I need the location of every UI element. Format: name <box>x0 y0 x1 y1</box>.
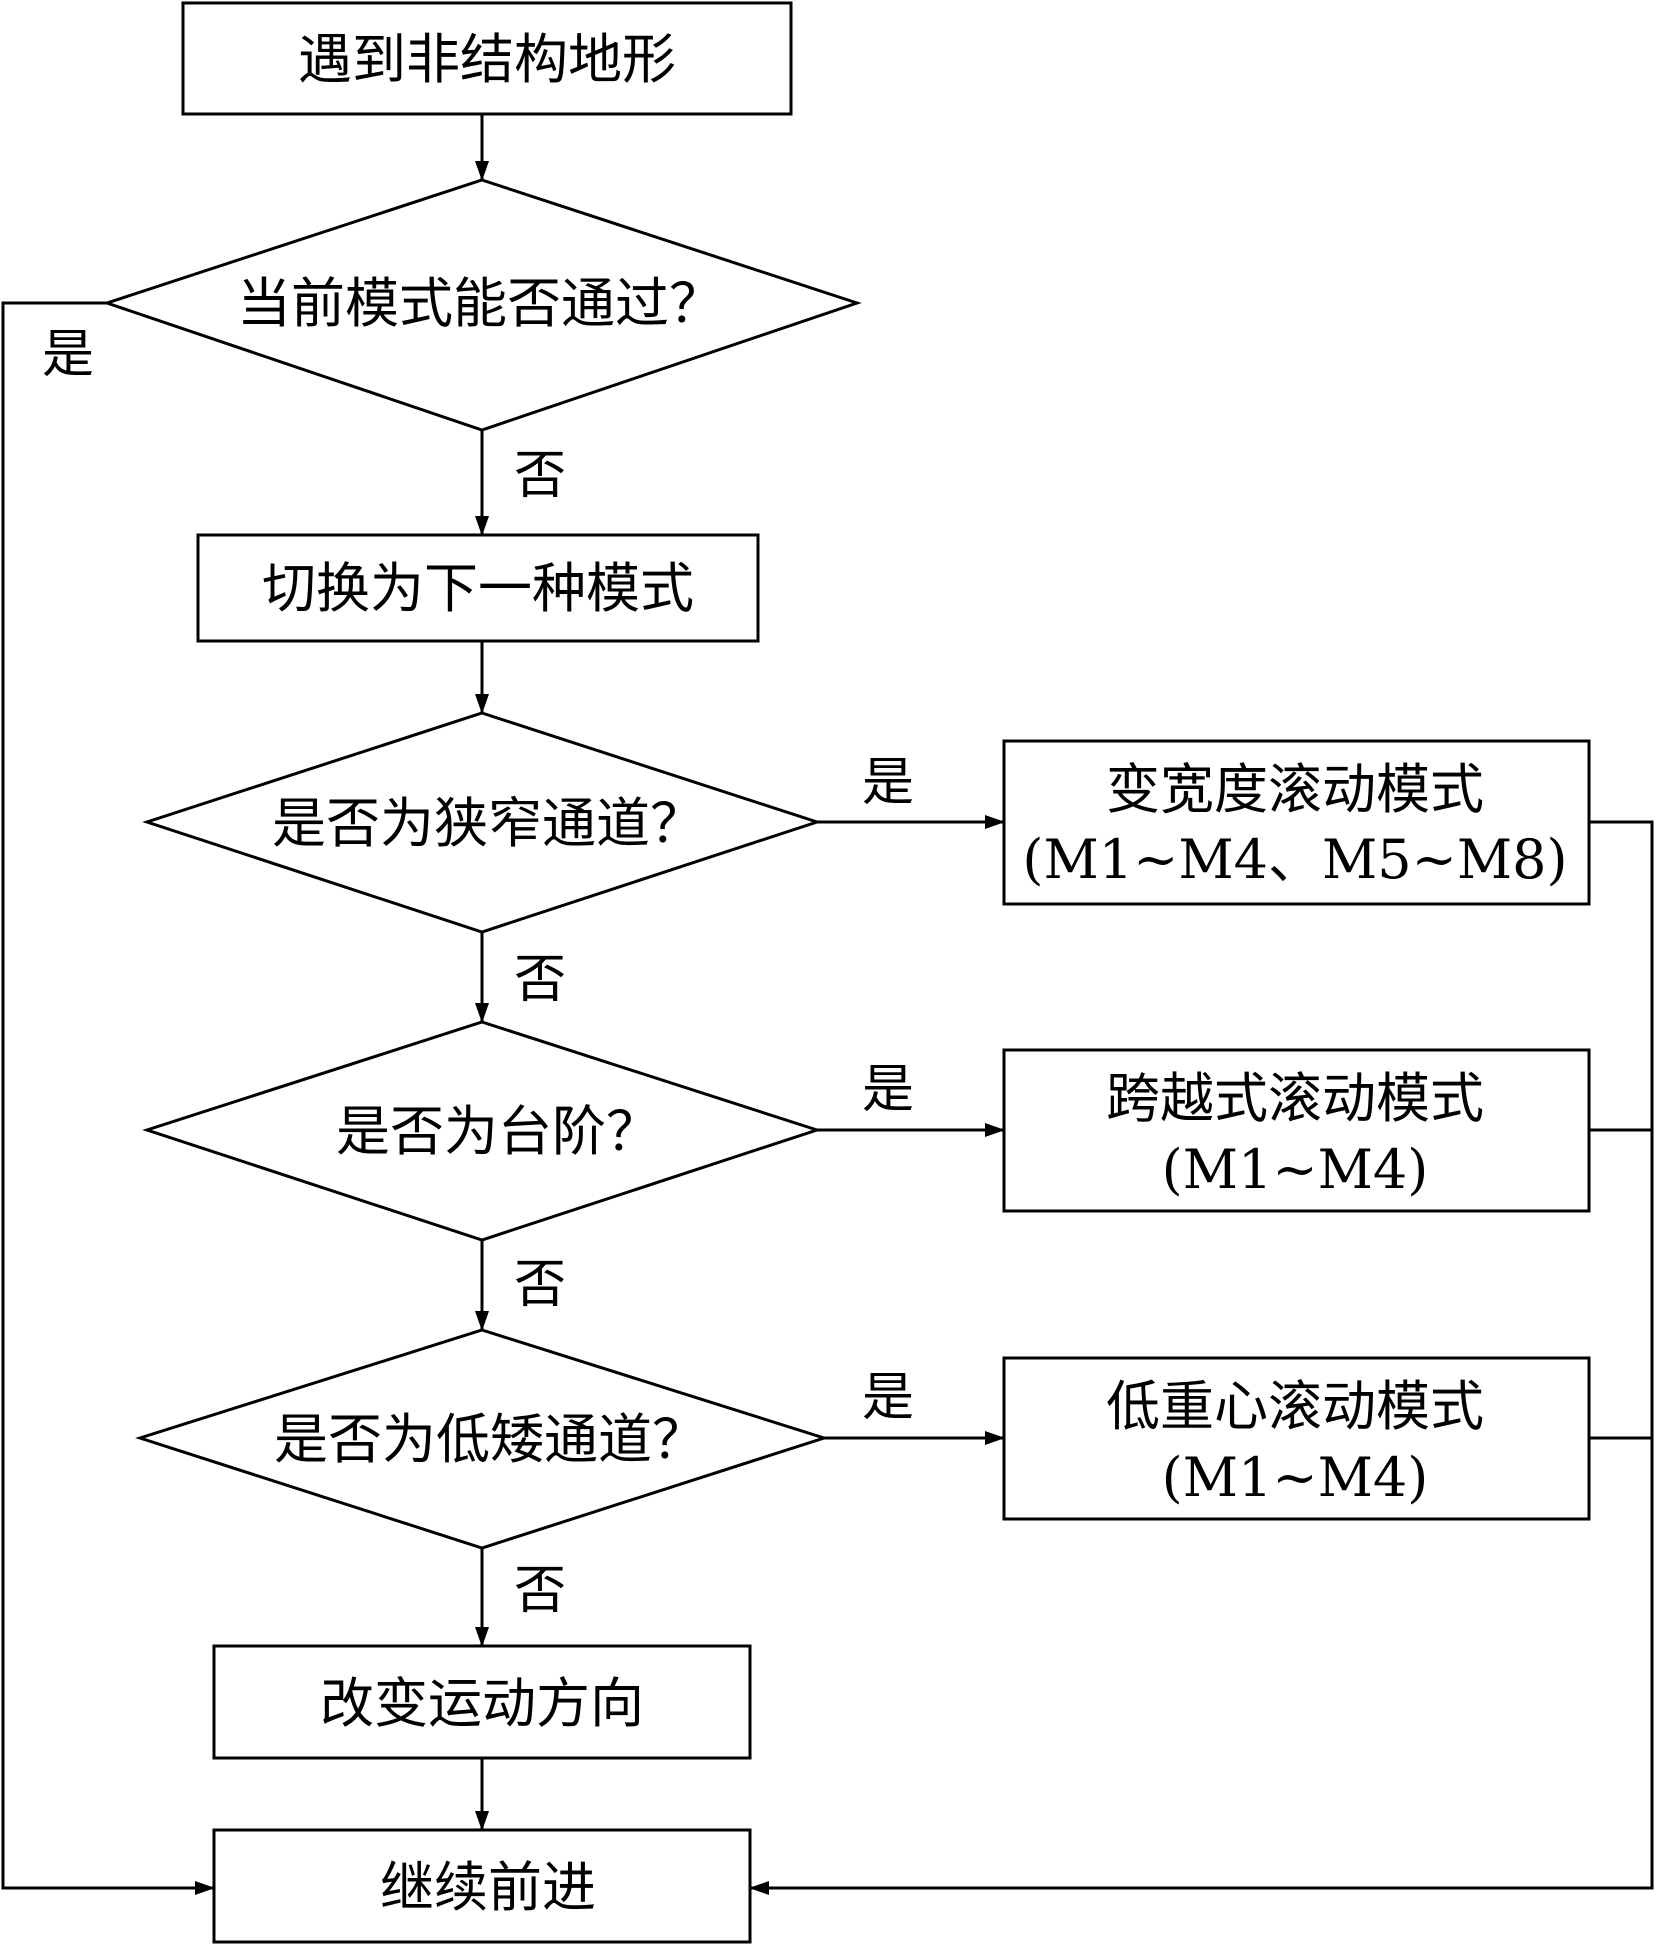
decision-low-passage: 是否为低矮通道？ <box>135 1328 829 1550</box>
width-mode-label-line2: (M1~M4、M5~M8) <box>1022 828 1567 891</box>
cross-mode-label-line1: 跨越式滚动模式 <box>1106 1067 1484 1130</box>
decision-low-passage-label: 是否为低矮通道？ <box>274 1408 706 1471</box>
lowcg-mode-box: 低重心滚动模式 (M1~M4) <box>1002 1356 1591 1521</box>
decision-narrow-passage-label: 是否为狭窄通道？ <box>272 792 704 855</box>
edge-label-yes-current: 是 <box>42 325 94 385</box>
edge-label-no-current: 否 <box>514 446 566 506</box>
edge-label-no-low: 否 <box>514 1561 566 1621</box>
cross-mode-label-line2: (M1~M4) <box>1162 1138 1429 1201</box>
edge-label-yes-step: 是 <box>862 1060 914 1120</box>
change-direction-label: 改变运动方向 <box>320 1672 644 1735</box>
decision-step-label: 是否为台阶？ <box>336 1100 660 1163</box>
decision-step: 是否为台阶？ <box>142 1020 822 1242</box>
cross-mode-box: 跨越式滚动模式 (M1~M4) <box>1002 1048 1591 1213</box>
continue-box: 继续前进 <box>212 1828 752 1944</box>
edge-current-yes-to-continue <box>1 301 215 1895</box>
width-mode-box: 变宽度滚动模式 (M1~M4、M5~M8) <box>1002 739 1591 906</box>
lowcg-mode-label-line2: (M1~M4) <box>1162 1446 1429 1509</box>
switch-mode-box: 切换为下一种模式 <box>196 533 760 643</box>
change-direction-box: 改变运动方向 <box>212 1644 752 1760</box>
switch-mode-label: 切换为下一种模式 <box>262 557 694 620</box>
lowcg-mode-label-line1: 低重心滚动模式 <box>1106 1375 1484 1438</box>
decision-current-mode-label: 当前模式能否通过？ <box>237 272 723 335</box>
edge-label-no-step: 否 <box>514 1255 566 1315</box>
edge-label-yes-narrow: 是 <box>862 753 914 813</box>
decision-current-mode: 当前模式能否通过？ <box>102 178 862 432</box>
edge-label-yes-low: 是 <box>862 1368 914 1428</box>
decision-narrow-passage: 是否为狭窄通道？ <box>142 711 822 934</box>
start-label: 遇到非结构地形 <box>298 28 676 91</box>
edge-modes-return-to-continue <box>749 820 1654 1895</box>
edge-label-no-narrow: 否 <box>514 950 566 1010</box>
continue-label: 继续前进 <box>380 1856 596 1919</box>
start-box: 遇到非结构地形 <box>181 1 793 116</box>
width-mode-label-line1: 变宽度滚动模式 <box>1106 758 1484 821</box>
